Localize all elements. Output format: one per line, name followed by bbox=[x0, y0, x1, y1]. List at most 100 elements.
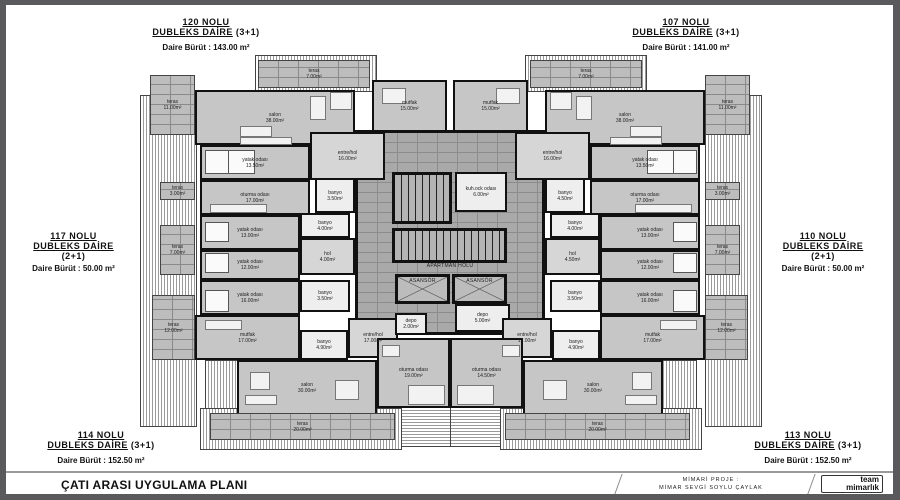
dining-table bbox=[543, 380, 567, 400]
unit-number: 120 NOLU bbox=[182, 17, 230, 27]
unit-number: 113 NOLU bbox=[784, 430, 832, 440]
room-name: salon bbox=[301, 381, 313, 388]
unit-type: DUBLEKS DAİRE (3+1) bbox=[632, 27, 740, 37]
logo-text: team bbox=[860, 475, 879, 484]
room-area: 4.50m² bbox=[564, 256, 581, 263]
room-name: teras bbox=[716, 244, 729, 250]
unit-area: Daire Bürüt : 152.50 m² bbox=[57, 456, 145, 465]
bed bbox=[673, 222, 697, 242]
room-name: yatak odası bbox=[237, 259, 263, 265]
room-name: banyo bbox=[318, 219, 332, 226]
room-area: 13.50m² bbox=[635, 162, 655, 169]
room-area: 6.00m² bbox=[473, 192, 489, 198]
room-name: kuh.ock odası bbox=[465, 186, 497, 192]
room-name: oturma odası bbox=[398, 367, 429, 373]
room-name: yatak odası bbox=[632, 156, 658, 163]
room-name: banyo bbox=[569, 339, 583, 345]
room-name: teras bbox=[167, 321, 180, 328]
room-area: 4.00m² bbox=[567, 225, 583, 232]
sofa bbox=[635, 204, 692, 213]
room-area: 30.00m² bbox=[583, 387, 603, 394]
room-name: hol bbox=[324, 250, 331, 257]
room-area: 7.00m² bbox=[714, 250, 731, 256]
room-name: teras bbox=[591, 420, 604, 427]
room-name: entre/hol bbox=[517, 332, 537, 338]
coffee-table bbox=[632, 372, 652, 390]
unit-type: DUBLEKS DAİRE (3+1) bbox=[152, 27, 260, 37]
room-area: 3.50m² bbox=[567, 296, 583, 302]
room-area: 17.00m² bbox=[643, 337, 662, 344]
room-area: 11.00m² bbox=[163, 105, 182, 111]
room-area: 16.00m² bbox=[338, 156, 357, 162]
coffee-table bbox=[240, 126, 272, 137]
dining-table bbox=[205, 320, 242, 330]
room-area: 13.00m² bbox=[240, 232, 260, 239]
armchair bbox=[502, 345, 520, 357]
room-name: banyo bbox=[317, 339, 331, 345]
room-area: 4.00m² bbox=[317, 225, 333, 232]
room-name: teras bbox=[716, 185, 729, 191]
unit-number: 117 NOLU bbox=[50, 231, 97, 241]
room-area: 5.00m² bbox=[474, 318, 491, 324]
room-name: oturma odası bbox=[240, 191, 270, 198]
unit-label-117: 117 NOLU DUBLEKS DAİRE(2+1) Daire Bürüt … bbox=[11, 231, 136, 274]
room-area: 7.00m² bbox=[306, 74, 322, 80]
room-name: yatak odası bbox=[637, 226, 663, 233]
room-name: yatak odası bbox=[637, 291, 663, 298]
room-area: 2.00m² bbox=[403, 324, 419, 330]
unit-type: DUBLEKS DAİRE (3+1) bbox=[47, 440, 155, 450]
dining-table bbox=[496, 88, 520, 104]
room-name: yatak odası bbox=[237, 226, 263, 233]
room-area: 12.00m² bbox=[717, 327, 736, 334]
room-area: 14.50m² bbox=[477, 373, 496, 379]
bed bbox=[673, 290, 697, 312]
room-name: mutfak bbox=[482, 100, 498, 106]
bed bbox=[205, 222, 229, 242]
room-area: 38.00m² bbox=[615, 117, 635, 124]
room-area: 16.00m² bbox=[543, 156, 562, 162]
room-name: salon bbox=[619, 111, 631, 118]
staircase bbox=[392, 172, 452, 224]
sofa bbox=[457, 385, 494, 405]
room-area: 17.00m² bbox=[238, 337, 257, 344]
room-name: banyo bbox=[568, 290, 582, 296]
room-area: 17.00m² bbox=[363, 338, 383, 344]
room-area: 30.00m² bbox=[297, 387, 317, 394]
